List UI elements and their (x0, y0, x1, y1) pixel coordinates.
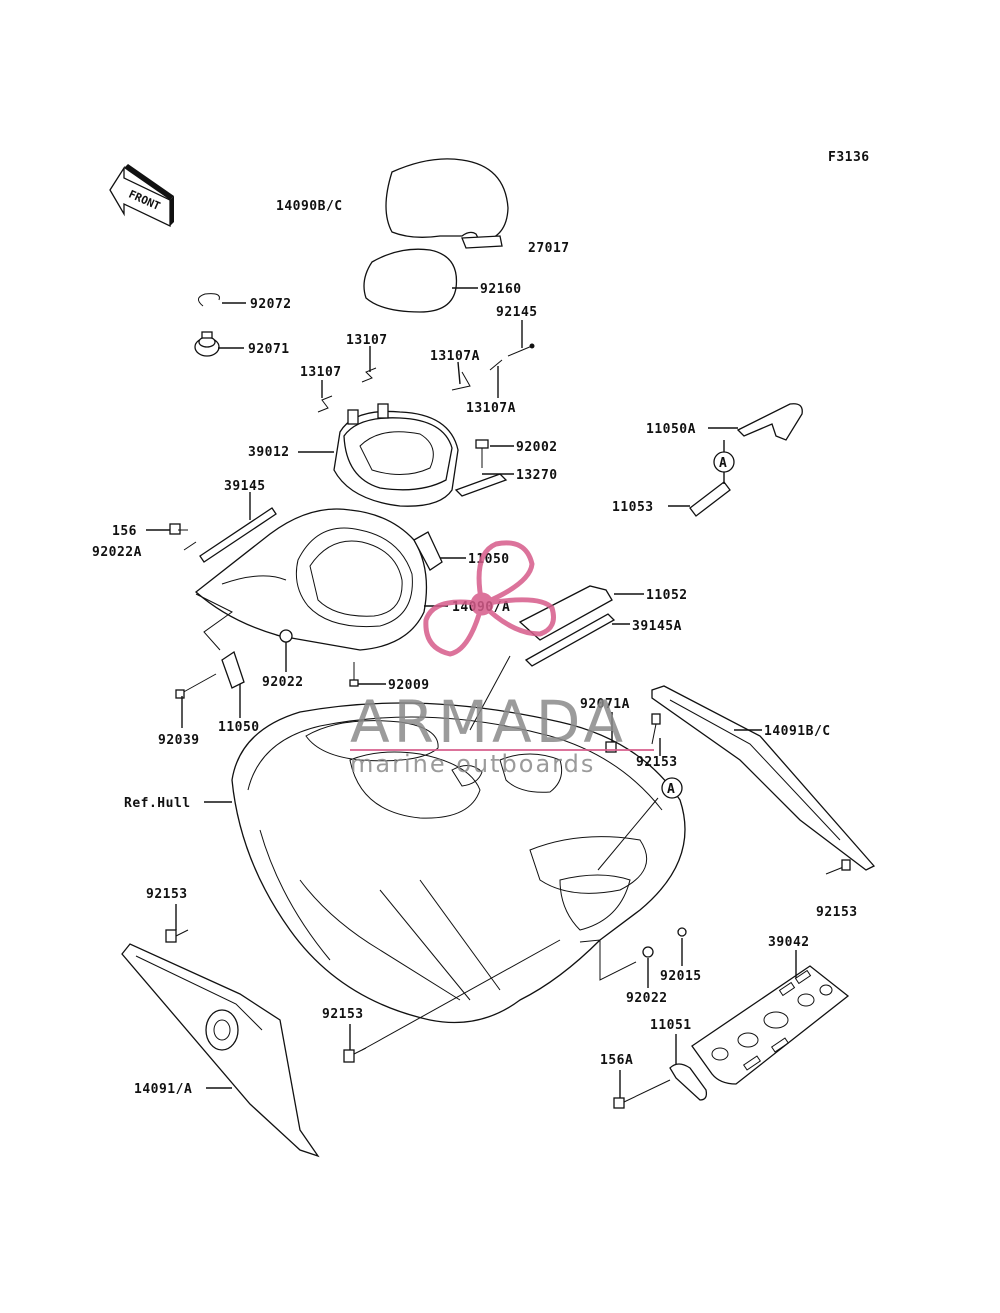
label-13107a-bottom: 13107A (466, 401, 516, 416)
bolt-156 (169, 523, 188, 535)
plate-39042 (691, 965, 850, 1085)
label-92153-bottom: 92153 (322, 1007, 364, 1022)
label-92072: 92072 (250, 297, 292, 312)
bolt-92153-left (165, 929, 189, 943)
label-92022-right: 92022 (626, 991, 668, 1006)
label-92153-mid: 92153 (636, 755, 678, 770)
label-13107-top: 13107 (346, 333, 388, 348)
washer-92015 (677, 927, 687, 937)
rail-11052 (518, 585, 613, 641)
label-11052: 11052 (646, 588, 688, 603)
label-11050-left: 11050 (218, 720, 260, 735)
label-13107a-top: 13107A (430, 349, 480, 364)
label-27017: 27017 (528, 241, 570, 256)
label-92015: 92015 (660, 969, 702, 984)
seal-part (363, 248, 458, 313)
label-92071: 92071 (248, 342, 290, 357)
hull-part (231, 702, 686, 1024)
label-156a: 156A (600, 1053, 633, 1068)
label-92153-right: 92153 (816, 905, 858, 920)
bolt-92039 (175, 673, 217, 699)
bolt-92002 (475, 439, 489, 468)
storage-bucket-part (333, 403, 459, 507)
cap-nut-part (194, 331, 220, 357)
label-14091bc: 14091B/C (764, 724, 831, 739)
label-92039: 92039 (158, 733, 200, 748)
seat-cover-part (385, 158, 509, 249)
pin-13107-left (317, 395, 333, 413)
label-39012: 39012 (248, 445, 290, 460)
label-11050-right: 11050 (468, 552, 510, 567)
mat-14091a (121, 943, 320, 1158)
label-11053: 11053 (612, 500, 654, 515)
propeller-logo (423, 540, 556, 657)
label-92009: 92009 (388, 678, 430, 693)
label-39145: 39145 (224, 479, 266, 494)
washer-92022-left (279, 629, 293, 643)
ref-a-upper-label: A (719, 456, 727, 471)
rod-39145 (199, 507, 277, 563)
watermark-tagline: marine outboards (350, 750, 595, 778)
label-14091a: 14091/A (134, 1082, 192, 1097)
leader-lines (146, 287, 797, 1098)
bracket-11050a (736, 403, 803, 441)
nut-92071a (605, 741, 617, 753)
front-direction-arrow: FRONT (109, 164, 174, 228)
plate-11053 (689, 481, 731, 517)
label-11051: 11051 (650, 1018, 692, 1033)
screw-92145 (507, 343, 535, 357)
label-92002: 92002 (516, 440, 558, 455)
clip-92022a (183, 541, 197, 551)
mat-14091bc (651, 685, 876, 871)
label-11050a: 11050A (646, 422, 696, 437)
pin-13107a-bottom (489, 359, 503, 371)
ref-a-lower-label: A (667, 782, 675, 797)
bolt-92153-mid (651, 713, 661, 745)
bolt-92153-right (825, 859, 851, 875)
plate-13270 (454, 473, 508, 497)
label-92071a: 92071A (580, 697, 630, 712)
label-156: 156 (112, 524, 137, 539)
ref-circle-a-lower (661, 777, 683, 799)
label-92153-left: 92153 (146, 887, 188, 902)
upper-deck-part (194, 508, 428, 651)
label-39042: 39042 (768, 935, 810, 950)
label-92022a: 92022A (92, 545, 142, 560)
label-39145a: 39145A (632, 619, 682, 634)
label-13107-left: 13107 (300, 365, 342, 380)
label-92160: 92160 (480, 282, 522, 297)
bracket-11050-right (413, 531, 443, 571)
bracket-11050-left (221, 650, 245, 689)
label-92022-left: 92022 (262, 675, 304, 690)
label-14090bc: 14090B/C (276, 199, 343, 214)
assembly-connector-lines (195, 593, 659, 1051)
watermark: ARMADA marine outboards (350, 540, 654, 778)
watermark-brand: ARMADA (350, 688, 627, 756)
bolt-156a (613, 1079, 671, 1109)
pin-13107a-top (451, 371, 471, 391)
figure-code: F3136 (828, 150, 870, 165)
washer-92022-right (642, 946, 654, 958)
pin-13107-top (361, 367, 377, 383)
clip-ring-part (198, 293, 220, 307)
part-labels: 14090B/C 27017 92160 92072 92145 13107 9… (92, 199, 858, 1097)
label-92145: 92145 (496, 305, 538, 320)
rod-39145a (524, 613, 616, 667)
label-13270: 13270 (516, 468, 558, 483)
label-ref-hull: Ref.Hull (124, 796, 191, 811)
bolt-92009 (349, 662, 359, 687)
plate-11051 (669, 1063, 708, 1101)
